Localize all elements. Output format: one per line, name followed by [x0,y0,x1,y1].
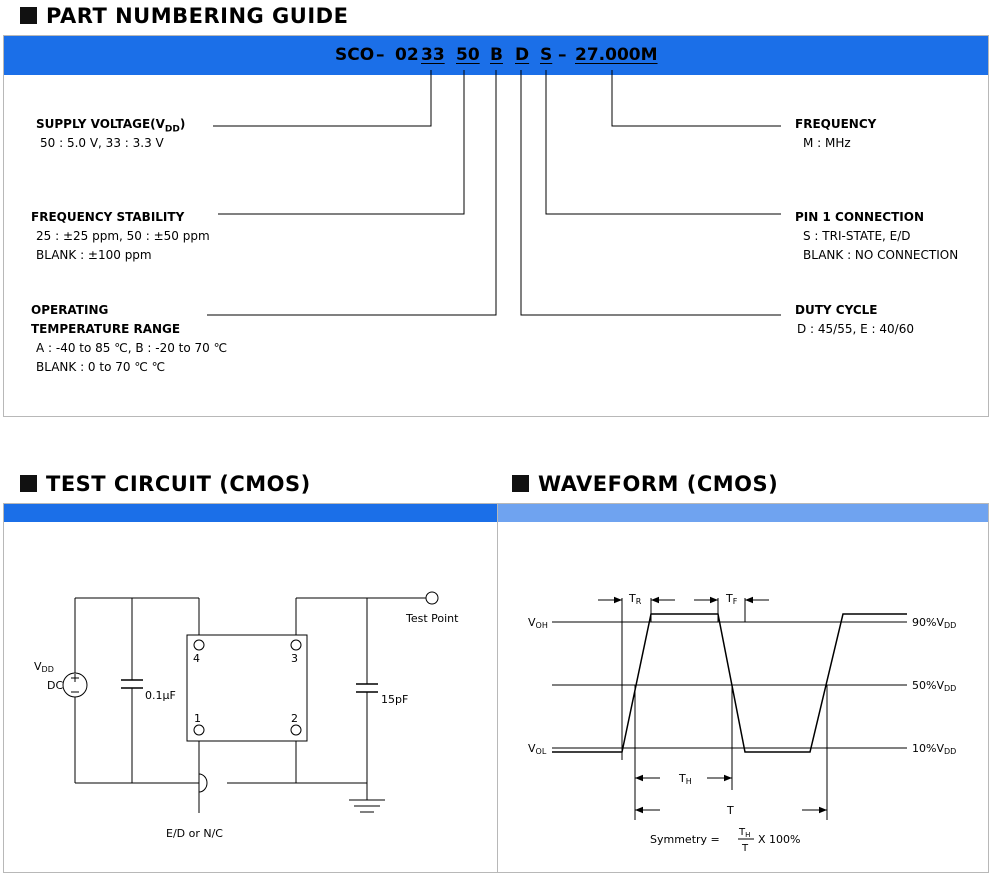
operating-temp-label-1: OPERATING [31,303,109,317]
heading-square-icon [20,475,37,492]
test-circuit-heading: TEST CIRCUIT (CMOS) [20,472,311,496]
leader-temp [207,70,497,316]
pin1-connection-label: PIN 1 CONNECTION [795,210,924,224]
pin1-connection-value-2: BLANK : NO CONNECTION [803,248,959,262]
duty-cycle-label: DUTY CYCLE [795,303,878,317]
dc-source-icon [62,672,88,698]
code-dash: – [376,45,385,65]
test-point-icon [425,591,439,605]
symmetry-denominator: T [741,843,749,854]
label-90pct-vdd: 90%VDD [912,616,956,630]
code-seg-temp: B [490,45,503,65]
voh-label: VOH [528,616,548,630]
operating-temp-value-1: A : -40 to 85 ℃, B : -20 to 70 ℃ [36,341,228,355]
waveform-bar [498,504,988,522]
th-label: TH [678,772,692,786]
oscillator-ic-box [186,634,308,742]
part-numbering-panel [3,35,989,417]
pin-4-label: 4 [193,652,200,665]
leader-voltage [213,70,432,127]
pin-3-dot [290,639,302,651]
pin-4-dot [193,639,205,651]
pin-2-label: 2 [291,712,298,725]
heading-square-icon [512,475,529,492]
test-point-label: Test Point [405,612,459,625]
vdd-label: VDD [34,660,54,674]
code-seg-voltage: 33 [421,45,445,65]
supply-voltage-value: 50 : 5.0 V, 33 : 3.3 V [40,136,164,150]
symmetry-label: Symmetry = [650,833,720,846]
leader-duty [520,70,781,316]
tf-label: TF [725,592,738,606]
code-prefix: SCO [335,45,375,65]
frequency-label: FREQUENCY [795,117,877,131]
heading-square-icon [20,7,37,24]
label-50pct-vdd: 50%VDD [912,679,956,693]
operating-temp-label-2: TEMPERATURE RANGE [31,322,181,336]
vol-label: VOL [528,742,547,756]
ed-nc-label: E/D or N/C [166,827,223,840]
frequency-stability-value-2: BLANK : ±100 ppm [36,248,152,262]
period-t-label: T [726,804,734,817]
cap-15pf-label: 15pF [381,693,408,706]
leader-pin1 [545,70,781,215]
tr-label: TR [628,592,642,606]
part-numbering-heading: PART NUMBERING GUIDE [20,4,348,28]
code-seg-02: 02 [395,45,419,65]
supply-voltage-label: SUPPLY VOLTAGE(VDD) [36,117,186,135]
code-seg-frequency: 27.000M [575,45,658,65]
code-dash2: – [558,45,567,65]
cap-01uf-label: 0.1μF [145,689,176,702]
dc-label: DC [47,679,63,692]
frequency-value: M : MHz [803,136,851,150]
pin-1-label: 1 [194,712,201,725]
pin1-connection-value-1: S : TRI-STATE, E/D [803,229,911,243]
wire-crossing-hop [198,773,208,793]
pin-2-dot [290,724,302,736]
label-10pct-vdd: 10%VDD [912,742,956,756]
test-circuit-bar [4,504,497,522]
operating-temp-value-2: BLANK : 0 to 70 ℃ ℃ [36,360,166,374]
pin-1-dot [193,724,205,736]
code-seg-duty: D [515,45,530,65]
leader-stability [218,70,465,215]
frequency-stability-label: FREQUENCY STABILITY [31,210,185,224]
square-waveform [552,613,907,753]
code-seg-stability: 50 [456,45,480,65]
waveform-heading: WAVEFORM (CMOS) [512,472,778,496]
part-number-bar [4,36,988,75]
leader-frequency [611,70,781,127]
frequency-stability-value-1: 25 : ±25 ppm, 50 : ±50 ppm [36,229,210,243]
pin-3-label: 3 [291,652,298,665]
duty-cycle-value: D : 45/55, E : 40/60 [797,322,914,336]
symmetry-numerator: TH [738,827,750,839]
symmetry-times: X 100% [758,833,800,846]
code-seg-pin1: S [540,45,553,65]
